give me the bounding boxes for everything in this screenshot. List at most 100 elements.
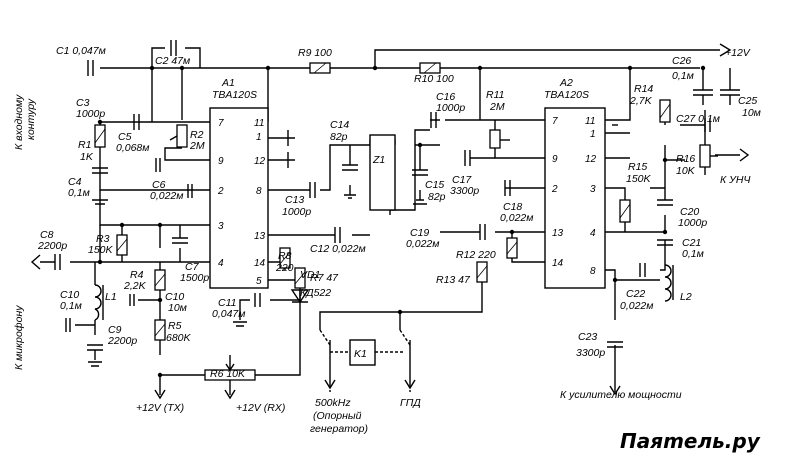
input-circuit-label-2: контуру — [25, 98, 37, 140]
c11-value: 0,047м — [212, 308, 245, 320]
r8-value: 220 — [275, 262, 294, 274]
a1-pin: 5 — [256, 276, 262, 287]
c5-label: C5 — [118, 131, 132, 143]
c21-value: 0,1м — [682, 248, 704, 260]
c2-label: C2 47м — [155, 55, 190, 67]
vd1-value: КД522 — [300, 287, 331, 299]
c10b-label: C10 — [165, 291, 184, 303]
c7-capacitor — [172, 237, 188, 244]
osc-frequency-label: 500kHz — [315, 397, 351, 409]
c16-value: 1000p — [436, 102, 465, 114]
r2-value: 2M — [189, 140, 205, 152]
r12-label: R12 220 — [456, 249, 496, 261]
l1-label: L1 — [105, 291, 117, 303]
z1-label: Z1 — [372, 154, 385, 166]
c23-value: 3300p — [576, 347, 605, 359]
k1-label: K1 — [354, 348, 367, 360]
a1-pin: 9 — [218, 156, 224, 167]
a2-pin: 1 — [590, 129, 596, 140]
osc-name-label: (Опорный — [313, 410, 362, 422]
c8-capacitor — [54, 254, 61, 270]
r7-label: R7 47 — [310, 272, 339, 284]
r16-potentiometer — [699, 144, 718, 168]
r11-potentiometer — [489, 129, 510, 149]
a2-ic — [544, 107, 606, 289]
r3-value: 150K — [88, 244, 114, 256]
a1-type: TBA120S — [212, 89, 257, 101]
c25-capacitor — [720, 68, 740, 105]
c26-capacitor — [693, 68, 713, 105]
r2-label: R2 — [190, 129, 204, 141]
c13-capacitor — [309, 182, 316, 198]
a1-pin: 8 — [256, 186, 262, 197]
c12-label: C12 0,022м — [310, 243, 366, 255]
c25-label: C25 — [738, 95, 757, 107]
a1-pins: 7 9 2 3 4 11 1 12 8 13 14 5 — [217, 118, 266, 287]
r11-value: 2M — [489, 101, 505, 113]
r5-label: R5 — [168, 320, 182, 332]
a2-pin: 3 — [590, 184, 596, 195]
c23-capacitor — [607, 341, 623, 348]
a2-pin: 4 — [590, 228, 596, 239]
c2-capacitor — [170, 40, 177, 56]
resistors — [94, 62, 718, 381]
c10b-value: 10м — [168, 302, 187, 314]
c18-label: C18 — [503, 201, 522, 213]
c13-value: 1000p — [282, 206, 311, 218]
c22-value: 0,022м — [620, 300, 653, 312]
r7-resistor — [294, 267, 306, 289]
microphone-label: К микрофону — [13, 305, 25, 370]
c20-capacitor — [657, 199, 673, 206]
output-arrow-icon — [739, 148, 750, 162]
r10-resistor — [419, 62, 441, 74]
a2-pin: 2 — [551, 184, 558, 195]
r11-label: R11 — [486, 89, 504, 101]
c17-value: 3300p — [450, 185, 479, 197]
c18-capacitor — [504, 180, 511, 196]
r1-label: R1 — [78, 139, 91, 151]
r5-value: 680K — [166, 332, 192, 344]
r14-resistor — [659, 99, 671, 123]
c15-value: 82p — [428, 191, 446, 203]
a2-ground-ticks — [605, 132, 630, 159]
c15-label: C15 — [425, 179, 444, 191]
io-labels: +12V +12V (TX) +12V (RX) 500kHz (Опорный… — [13, 47, 761, 453]
c26-label: C26 — [672, 55, 691, 67]
r15-label: R15 — [628, 161, 647, 173]
r4-label: R4 — [130, 269, 144, 281]
supply-label: +12V — [725, 47, 751, 59]
c6-value: 0,022м — [150, 190, 183, 202]
a2-pin: 14 — [552, 258, 564, 269]
c11-capacitor — [254, 293, 261, 307]
a2-pins: 7 9 2 13 14 11 1 12 3 4 8 — [551, 116, 597, 277]
a2-pin: 12 — [585, 154, 597, 165]
c17-capacitor — [464, 150, 471, 166]
c25-value: 10м — [742, 107, 761, 119]
c22-label: C22 — [626, 288, 645, 300]
osc-name-label-2: генератор) — [310, 423, 368, 435]
a1-pin: 12 — [254, 156, 266, 167]
c10b-capacitor — [129, 294, 135, 306]
c22-capacitor — [639, 263, 646, 277]
r14-label: R14 — [634, 83, 653, 95]
c6-label: C6 — [152, 179, 166, 191]
c1-label: C1 0,047м — [56, 45, 106, 57]
l1-inductor — [94, 284, 102, 321]
r12-resistor — [506, 237, 518, 259]
a1-pin: 11 — [254, 118, 264, 129]
r8-resistor — [279, 247, 291, 269]
tx-rx-arrow-icon — [154, 389, 236, 400]
a1-pin: 3 — [218, 221, 224, 232]
l2-label: L2 — [680, 291, 692, 303]
a1-pin: 14 — [254, 258, 266, 269]
r13-resistor — [476, 261, 488, 283]
ground-symbols — [88, 124, 618, 367]
a1-label: A1 — [221, 77, 235, 89]
a1-pin: 7 — [218, 118, 224, 129]
a1-ground-ticks — [268, 130, 295, 168]
supply-arrow-icon — [719, 43, 732, 57]
rx-label: +12V (RX) — [236, 402, 285, 414]
c7-label: C7 — [185, 261, 200, 273]
vd1-diode — [290, 289, 310, 304]
c8-value: 2200p — [37, 240, 67, 252]
